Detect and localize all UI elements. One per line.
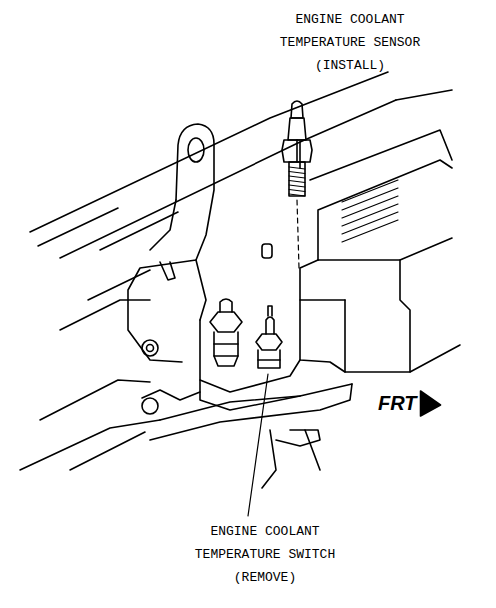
coolant-temperature-sender [214,332,238,356]
engine-block-outline [305,430,320,470]
engine-block-outline [60,300,150,330]
lifting-bracket [262,244,272,258]
coolant-temperature-switch [256,334,282,350]
engine-block-outline [300,260,345,300]
temperature-sensor [289,176,305,178]
engine-block-outline [70,432,145,470]
engine-block-outline [300,300,345,372]
coolant-temperature-sender [214,356,238,366]
coolant-temperature-switch [266,317,274,334]
engine-block-outline [299,142,301,168]
engine-block-outline [396,90,452,100]
temperature-sensor [296,140,298,162]
temperature-sensor [282,140,312,162]
lifting-bracket [160,262,175,280]
coolant-temperature-sender [220,299,232,312]
cooling-fins [342,220,398,242]
engine-block-outline [318,238,452,260]
coolant-temperature-switch [256,306,282,368]
engine-block-outline [160,384,352,420]
temperature-sensor [291,101,303,118]
temperature-sensor [289,167,305,196]
coolant-temperature-switch [258,359,280,361]
manifold-boss [200,320,300,392]
engine-block-outline [30,72,388,232]
temperature-sensor [289,181,305,183]
engine-block-outline [318,160,452,260]
front-arrow [421,391,441,416]
engine-block-outline [310,130,452,180]
leader-line [248,374,268,516]
engine-block-outline [20,420,160,470]
part-label: ENGINE COOLANT TEMPERATURE SENSOR (INSTA… [272,8,428,77]
lifting-bracket [188,138,204,162]
lifting-bracket [142,340,158,356]
temperature-sensor [289,194,305,196]
install-path-dashed [297,200,299,268]
leader-line [248,374,268,516]
engine-block-outline [100,212,178,250]
engine-block-outline [150,384,352,440]
temperature-sensor [289,172,305,174]
temperature-sensor [288,118,306,140]
lifting-bracket [147,345,154,352]
lifting-bracket [128,124,214,362]
coolant-temperature-sender [210,299,242,366]
engine-block-outline [40,380,150,420]
temperature-sensor [289,190,305,192]
engine-block-outline [345,300,460,372]
manifold-boss [142,398,158,414]
temperature-sensor [289,185,305,187]
engine-block-outline [20,72,460,488]
coolant-temperature-sender [214,343,238,345]
temperature-sensor [289,167,305,169]
temperature-sensor [289,162,305,196]
engine-block-outline [276,430,320,446]
engine-block-outline [262,430,276,488]
manifold-boss [142,320,300,414]
coolant-temperature-sender [210,312,242,332]
install-path-dashed [297,200,299,268]
part-label: ENGINE COOLANT TEMPERATURE SWITCH (REMOV… [182,520,348,589]
lifting-bracket [196,260,206,320]
lifting-bracket [150,200,176,250]
engine-block-outline [88,270,150,300]
manifold-boss [142,390,200,400]
direction-label: FRT [378,392,417,414]
coolant-temperature-switch [268,306,272,316]
engine-block-outline [38,208,118,246]
coolant-temperature-switch [258,350,280,368]
engine-block-outline [400,260,410,372]
manifold-boss [200,380,300,410]
cooling-fins [342,180,398,242]
temperature-sensor [282,101,312,196]
engine-block-outline [60,100,396,258]
front-arrow [421,391,441,416]
